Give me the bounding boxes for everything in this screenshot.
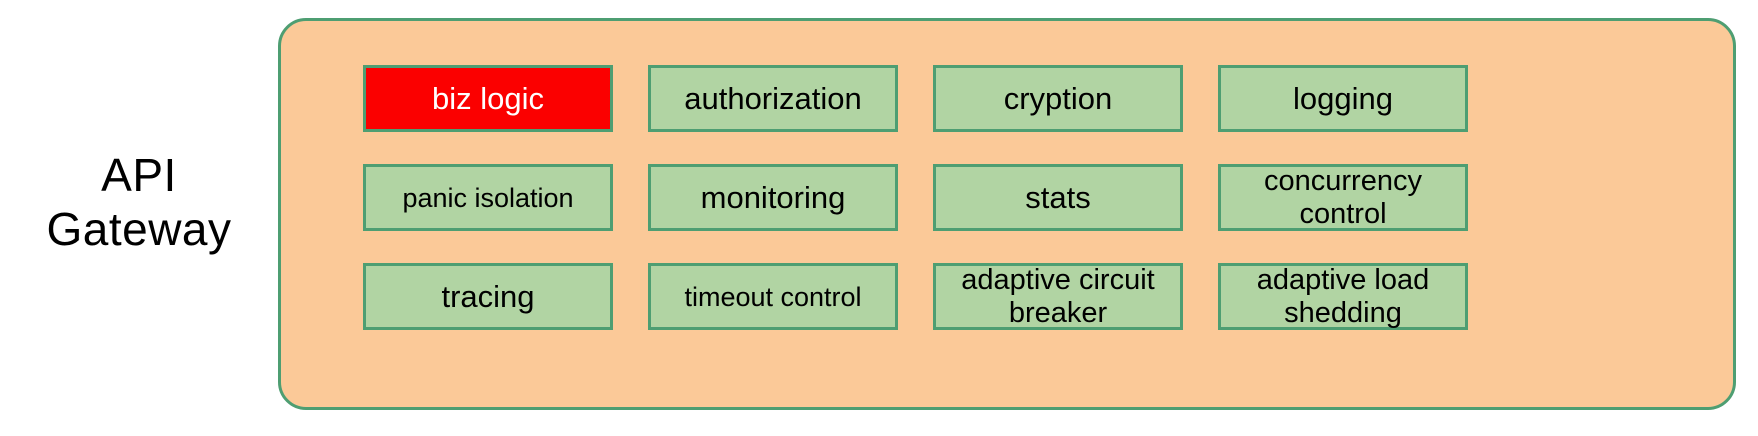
component-box-adaptive-circuit-breaker[interactable]: adaptive circuit breaker (933, 263, 1183, 330)
component-row: tracing timeout control adaptive circuit… (363, 263, 1655, 330)
component-row: biz logic authorization cryption logging (363, 65, 1655, 132)
component-box-panic-isolation[interactable]: panic isolation (363, 164, 613, 231)
api-gateway-container: biz logic authorization cryption logging… (278, 18, 1736, 410)
component-box-logging[interactable]: logging (1218, 65, 1468, 132)
component-grid: biz logic authorization cryption logging… (363, 65, 1655, 330)
component-box-cryption[interactable]: cryption (933, 65, 1183, 132)
component-box-monitoring[interactable]: monitoring (648, 164, 898, 231)
component-box-concurrency-control[interactable]: concurrency control (1218, 164, 1468, 231)
api-gateway-label: API Gateway (46, 149, 232, 255)
component-box-timeout-control[interactable]: timeout control (648, 263, 898, 330)
component-box-adaptive-load-shedding[interactable]: adaptive load shedding (1218, 263, 1468, 330)
component-box-tracing[interactable]: tracing (363, 263, 613, 330)
component-box-authorization[interactable]: authorization (648, 65, 898, 132)
component-box-biz-logic[interactable]: biz logic (363, 65, 613, 132)
component-box-stats[interactable]: stats (933, 164, 1183, 231)
component-row: panic isolation monitoring stats concurr… (363, 164, 1655, 231)
